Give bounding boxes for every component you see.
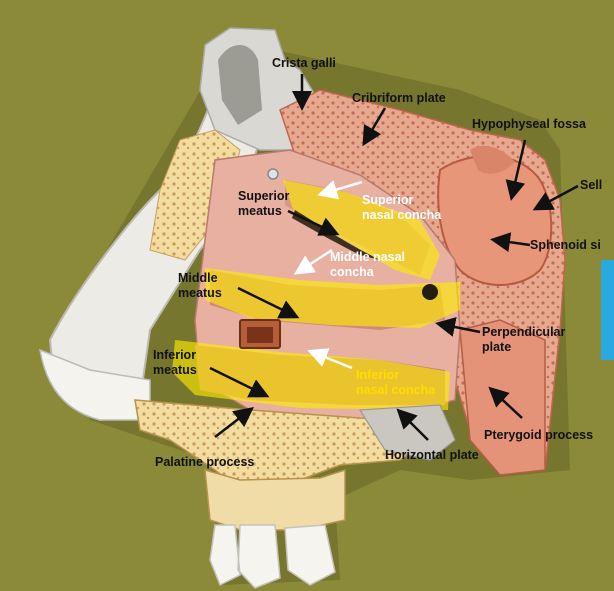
arrow-palatine	[214, 406, 254, 438]
teeth	[209, 524, 336, 589]
label-pterygoid-process: Pterygoid process	[484, 428, 594, 442]
label-palatine-process: Palatine process	[155, 455, 255, 469]
hard-palate	[134, 399, 431, 491]
horizontal-plate-shape	[358, 404, 456, 461]
label-sphenoid-sinus: Sphenoid si	[530, 238, 601, 252]
arrow-horizontal	[396, 408, 429, 441]
label-superior-nasal-concha: Superior nasal concha	[362, 193, 442, 222]
label-horizontal-plate: Horizontal plate	[385, 448, 479, 462]
arrow-hypophyseal	[505, 139, 527, 201]
arrow-cribriform	[362, 107, 387, 147]
arrow-inferior-meatus	[209, 366, 270, 398]
arrow-perpendicular	[435, 317, 481, 337]
middle-highlight	[205, 268, 460, 328]
arrow-sphenoid	[490, 232, 531, 253]
label-middle-meatus: Middle meatus	[178, 271, 222, 300]
pin	[267, 168, 279, 180]
arrow-inferior-concha	[307, 348, 353, 370]
label-perpendicular-plate: Perpendicular plate	[482, 325, 566, 354]
label-hypophyseal-fossa: Hypophyseal fossa	[472, 117, 586, 131]
sella-turcica	[470, 145, 515, 174]
label-superior-meatus: Superior meatus	[238, 189, 290, 218]
label-sella: Sell	[580, 178, 603, 192]
ostium	[422, 284, 438, 300]
label-cribriform-plate: Cribriform plate	[352, 91, 446, 105]
arrow-sella	[532, 184, 579, 211]
frontal-sinus	[218, 45, 262, 125]
label-crista-galli: Crista galli	[272, 56, 336, 70]
edge-tag	[601, 260, 614, 360]
arrow-superior-concha	[317, 180, 363, 200]
arrow-middle-meatus	[237, 286, 300, 319]
label-middle-nasal-concha: Middle nasal concha	[330, 250, 406, 279]
alveolar-process	[204, 468, 346, 531]
label-inferior-nasal-concha: Inferior nasal concha	[356, 368, 436, 397]
inferior-highlight	[172, 340, 450, 410]
arrow-superior-meatus	[287, 209, 340, 236]
superior-highlight	[283, 180, 440, 280]
arrow-middle-concha	[293, 248, 333, 275]
arrow-pterygoid	[488, 386, 523, 419]
label-inferior-meatus: Inferior meatus	[153, 348, 197, 377]
